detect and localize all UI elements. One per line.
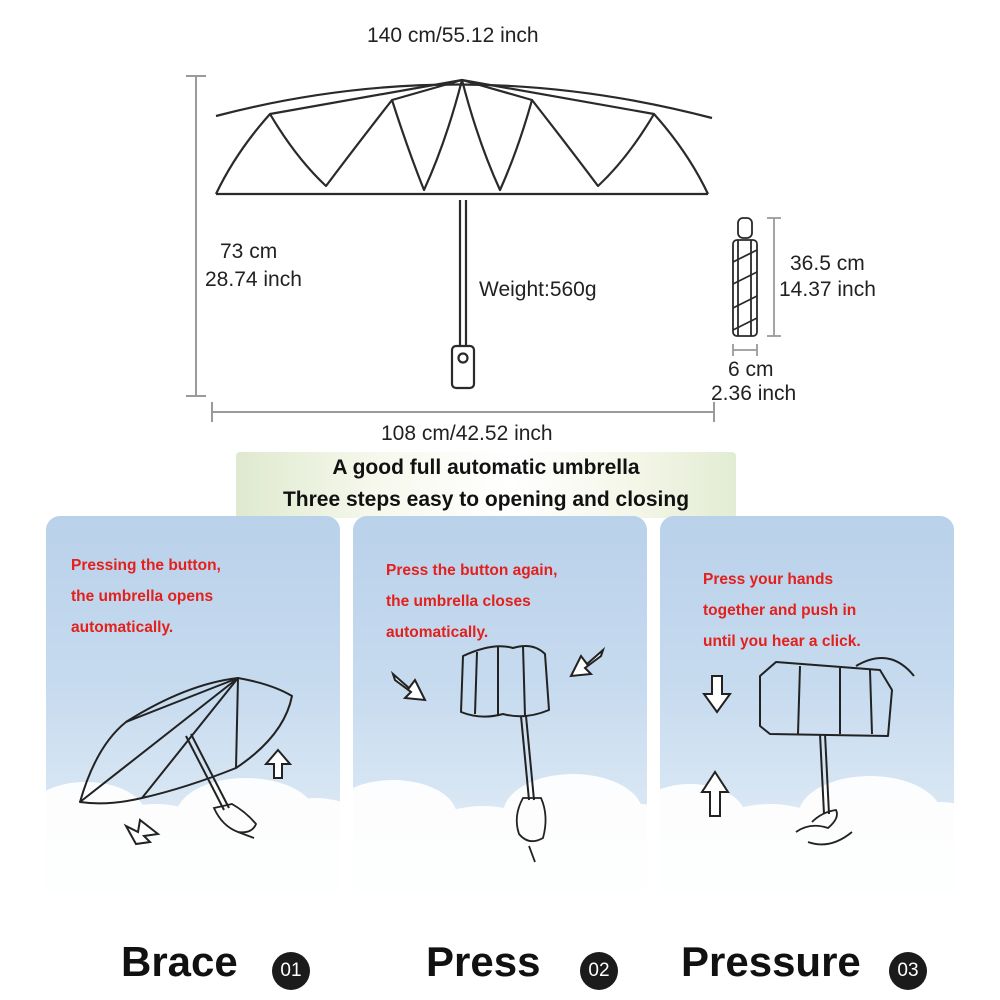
height-dimension-line bbox=[186, 75, 206, 397]
open-width-label: 140 cm/55.12 inch bbox=[367, 24, 539, 47]
cloud-icon bbox=[660, 776, 954, 902]
step-panel-press: Press the button again, the umbrella clo… bbox=[353, 516, 647, 902]
press-instruction-line-3: automatically. bbox=[386, 624, 489, 641]
step-label-brace: Brace bbox=[121, 938, 238, 985]
folded-length-cm-label: 36.5 cm bbox=[790, 252, 865, 275]
open-umbrella-diagram bbox=[215, 78, 713, 390]
press-illustration bbox=[353, 645, 647, 902]
pressure-illustration bbox=[660, 657, 954, 902]
step-label-press: Press bbox=[426, 938, 541, 985]
step-number-badge-2: 02 bbox=[580, 952, 618, 990]
umbrella-dimension-diagram bbox=[186, 75, 781, 422]
folding-umbrella-icon bbox=[759, 657, 915, 815]
step-panel-brace: Pressing the button, the umbrella opens … bbox=[46, 516, 340, 902]
height-cm-label: 73 cm bbox=[220, 240, 278, 263]
brace-instruction-line-1: Pressing the button, bbox=[71, 557, 221, 574]
folded-length-inch-label: 14.37 inch bbox=[779, 278, 876, 301]
brace-illustration bbox=[46, 677, 340, 902]
down-arrow-icon bbox=[702, 675, 732, 714]
diagonal-arrow-icon bbox=[123, 818, 161, 846]
brace-instruction-line-2: the umbrella opens bbox=[71, 588, 214, 605]
step-number-badge-3: 03 bbox=[889, 952, 927, 990]
folded-width-dimension-line bbox=[732, 344, 758, 356]
cloud-icon bbox=[353, 774, 647, 902]
brace-instruction-line-3: automatically. bbox=[71, 619, 174, 636]
closing-umbrella-icon bbox=[460, 645, 550, 801]
hand-icon bbox=[795, 809, 853, 846]
pressure-instruction-line-2: together and push in bbox=[703, 602, 857, 619]
open-umbrella-icon bbox=[79, 677, 293, 811]
weight-label: Weight:560g bbox=[479, 278, 597, 301]
feature-banner: A good full automatic umbrella Three ste… bbox=[236, 452, 736, 518]
pressure-instruction-line-1: Press your hands bbox=[703, 571, 834, 588]
step-panel-pressure: Press your hands together and push in un… bbox=[660, 516, 954, 902]
folded-length-dimension-line bbox=[767, 217, 781, 337]
width-dimension-line bbox=[211, 402, 715, 422]
banner-line-2: Three steps easy to opening and closing bbox=[282, 488, 690, 511]
up-arrow-icon bbox=[263, 748, 293, 779]
step-label-pressure: Pressure bbox=[681, 938, 861, 985]
hand-icon bbox=[515, 797, 547, 863]
step-labels-row bbox=[0, 905, 1000, 1000]
right-arrow-icon bbox=[390, 670, 427, 702]
step-number-badge-1: 01 bbox=[272, 952, 310, 990]
pressure-instruction-line-3: until you hear a click. bbox=[703, 633, 861, 650]
banner-line-1: A good full automatic umbrella bbox=[332, 456, 640, 479]
folded-width-cm-label: 6 cm bbox=[728, 358, 774, 381]
hand-icon bbox=[212, 803, 258, 839]
folded-width-inch-label: 2.36 inch bbox=[711, 382, 797, 405]
cloud-icon bbox=[46, 778, 340, 902]
span-width-label: 108 cm/42.52 inch bbox=[381, 422, 553, 445]
left-arrow-icon bbox=[569, 646, 606, 678]
up-arrow-icon bbox=[700, 770, 730, 817]
press-instruction-line-2: the umbrella closes bbox=[386, 593, 531, 610]
folded-umbrella-icon bbox=[732, 217, 758, 337]
height-inch-label: 28.74 inch bbox=[205, 268, 302, 291]
press-instruction-line-1: Press the button again, bbox=[386, 562, 558, 579]
